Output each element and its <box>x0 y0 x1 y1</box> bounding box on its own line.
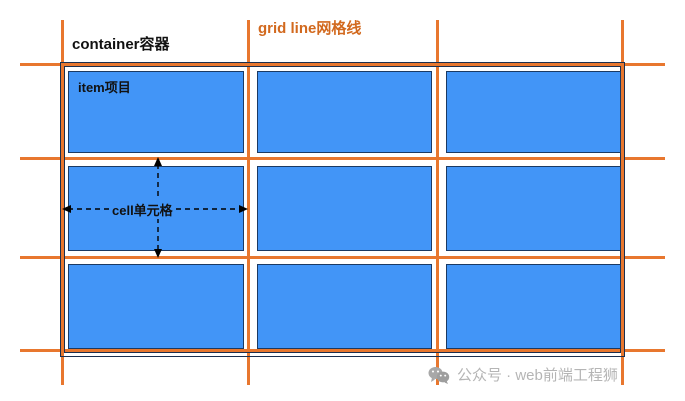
grid-line-vertical-2 <box>247 20 250 385</box>
grid-item-r3c1[interactable] <box>68 264 244 349</box>
grid-line-horizontal-4 <box>20 349 665 352</box>
grid-line-vertical-3 <box>436 20 439 385</box>
grid-line-vertical-4 <box>621 20 624 385</box>
grid-line-vertical-1 <box>61 20 64 385</box>
label-item: item项目 <box>78 80 131 95</box>
grid-line-horizontal-3 <box>20 256 665 259</box>
grid-item-r3c2[interactable] <box>257 264 432 349</box>
grid-item-r3c3[interactable] <box>446 264 621 349</box>
grid-line-horizontal-1 <box>20 63 665 66</box>
grid-item-r2c3[interactable] <box>446 166 621 251</box>
watermark-text: 公众号 · web前端工程狮 <box>457 367 618 384</box>
grid-item-r1c1[interactable] <box>68 71 244 153</box>
label-cell: cell单元格 <box>110 200 175 219</box>
label-grid-line: grid line网格线 <box>258 20 362 37</box>
grid-item-r1c2[interactable] <box>257 71 432 153</box>
watermark: 公众号 · web前端工程狮 <box>428 364 618 385</box>
grid-item-r1c3[interactable] <box>446 71 621 153</box>
wechat-icon <box>428 366 450 384</box>
grid-item-r2c2[interactable] <box>257 166 432 251</box>
label-container: container容器 <box>72 36 170 53</box>
grid-line-horizontal-2 <box>20 157 665 160</box>
container-border-outer <box>60 62 625 357</box>
